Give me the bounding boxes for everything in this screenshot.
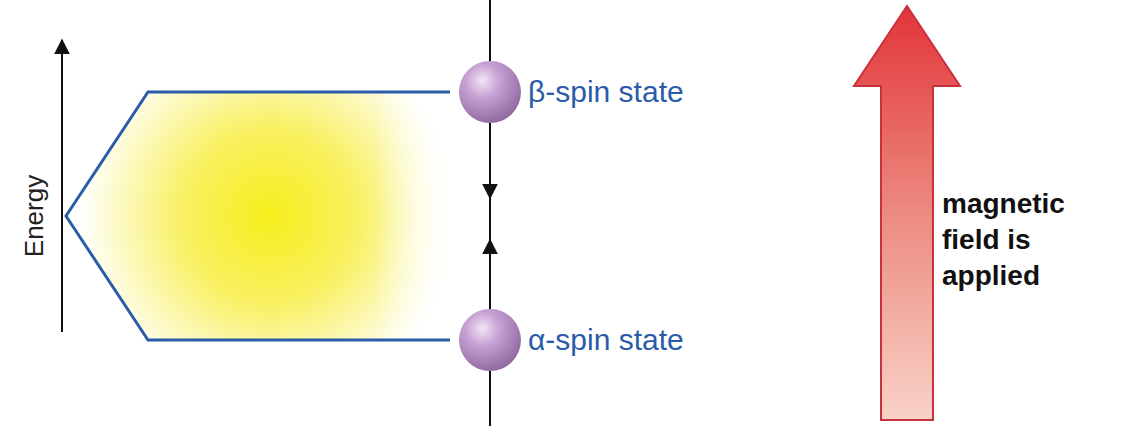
state-label: β-spin state: [528, 75, 684, 109]
nucleus-sphere: [459, 61, 521, 123]
spin-down-arrow: [489, 150, 491, 198]
energy-glow: [66, 92, 450, 340]
axis-label: Energy: [19, 175, 50, 257]
energy-axis: [61, 40, 63, 332]
state-label: α-spin state: [528, 323, 684, 357]
energy-levels: [66, 92, 450, 340]
field-label: magnetic field is applied: [942, 186, 1092, 294]
spin-up-arrow: [489, 240, 491, 290]
nucleus-sphere: [459, 309, 521, 371]
glow-fade: [148, 92, 450, 340]
